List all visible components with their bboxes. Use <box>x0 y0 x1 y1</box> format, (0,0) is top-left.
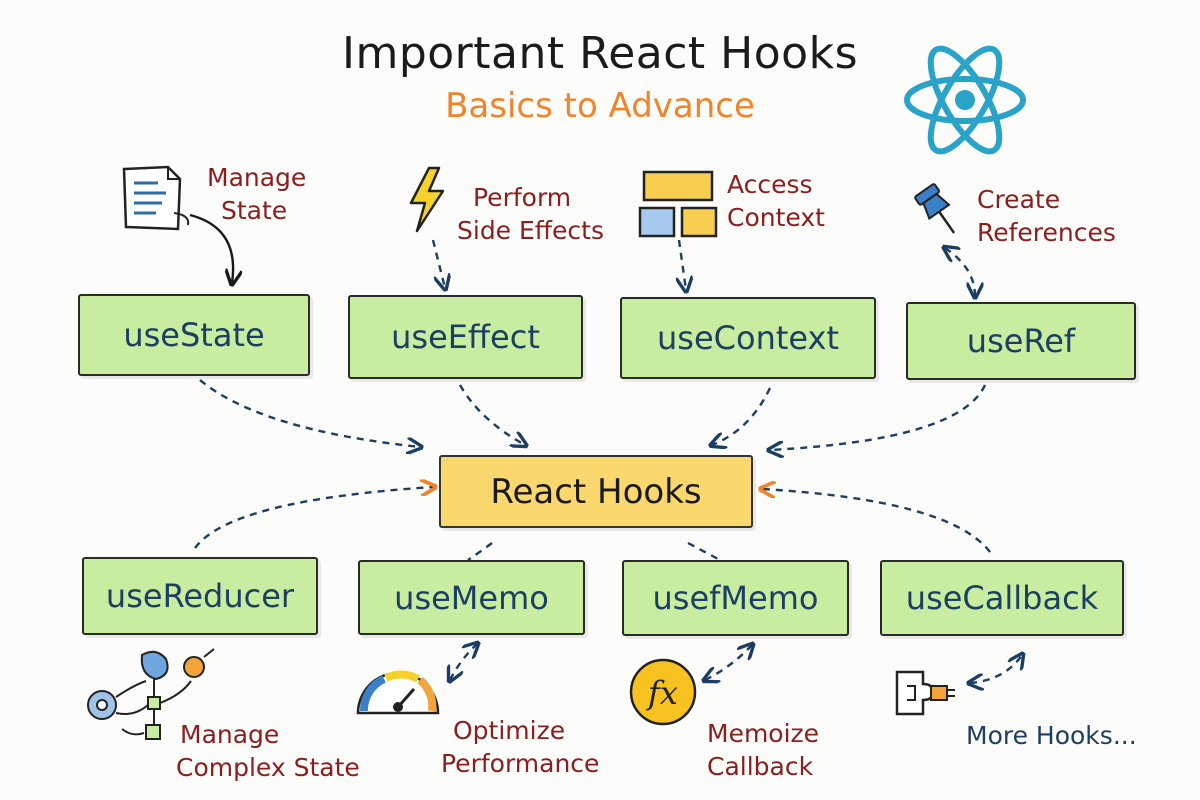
hook-box-useeffect: useEffect <box>348 295 583 379</box>
page-title: Important React Hooks <box>341 28 858 79</box>
note-complex-state: Manage Complex State <box>176 720 360 782</box>
hook-box-usecontext: useContext <box>620 297 876 379</box>
gears-network-icon <box>87 648 215 740</box>
puzzle-plug-icon <box>895 670 955 716</box>
hook-box-usestate: useState <box>78 294 310 376</box>
note-side-effects: Perform Side Effects <box>457 183 604 245</box>
hook-box-usefmemo: usefMemo <box>622 560 849 636</box>
page-subtitle: Basics to Advance <box>445 86 755 126</box>
lightning-icon <box>409 166 445 233</box>
fx-function-icon: fx <box>629 658 697 726</box>
hook-box-usecallback: useCallback <box>880 560 1124 636</box>
react-logo-icon <box>904 45 1026 155</box>
note-optimize-performance: Optimize Performance <box>441 716 600 778</box>
note-create-references: Create References <box>977 185 1116 247</box>
svg-text:fx: fx <box>646 674 678 712</box>
speedometer-icon <box>356 670 440 715</box>
hook-box-useref: useRef <box>906 302 1136 380</box>
context-blocks-icon <box>638 170 718 238</box>
note-more-hooks: More Hooks... <box>966 721 1137 750</box>
hook-box-usereducer: useReducer <box>82 557 318 635</box>
note-memoize-callback: Memoize Callback <box>707 719 820 781</box>
center-react-hooks: React Hooks <box>439 455 753 528</box>
note-access-context: Access Context <box>727 170 825 232</box>
note-manage-state: Manage State <box>207 163 307 225</box>
pushpin-icon <box>914 183 956 234</box>
hook-box-usememo: useMemo <box>358 560 585 635</box>
document-icon <box>122 165 190 231</box>
